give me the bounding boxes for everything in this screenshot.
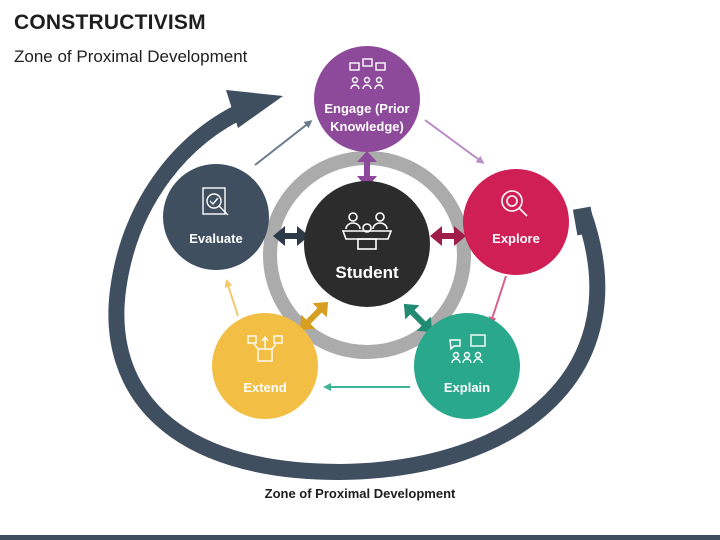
link-evaluate	[273, 226, 309, 246]
arrow-evaluate-engage	[254, 120, 313, 166]
center-links	[273, 151, 466, 333]
evaluate-label: Evaluate	[189, 231, 242, 246]
center-node: Student	[304, 181, 430, 307]
evaluation-icon	[202, 187, 229, 216]
explore-label: Explore	[492, 231, 540, 246]
node-explain: Explain	[414, 313, 520, 419]
arrow-explore-explain	[488, 275, 507, 325]
arrow-engage-explore	[424, 119, 485, 164]
engage-label-line1: Engage (Prior	[324, 101, 409, 116]
link-extend	[299, 301, 329, 331]
arrow-extend-evaluate	[224, 279, 239, 317]
node-engage: Engage (Prior Knowledge)	[314, 46, 420, 152]
swirl-arrow	[108, 90, 606, 481]
boxes-icon	[247, 335, 283, 362]
page-subtitle: Zone of Proximal Development	[14, 47, 248, 66]
feedback-icon	[349, 58, 386, 90]
extend-label: Extend	[243, 380, 286, 395]
node-explore: Explore	[463, 169, 569, 275]
node-evaluate: Evaluate	[163, 164, 269, 270]
link-explore	[430, 226, 466, 246]
classroom-icon	[341, 212, 393, 250]
page-title: CONSTRUCTIVISM	[14, 11, 206, 34]
center-label: Student	[335, 263, 399, 282]
link-explain	[403, 303, 433, 333]
footer-bar	[0, 535, 720, 540]
diagram-caption: Zone of Proximal Development	[264, 486, 456, 501]
node-extend: Extend	[212, 313, 318, 419]
presentation-icon	[449, 334, 486, 364]
explain-label: Explain	[444, 380, 490, 395]
engage-label-line2: Knowledge)	[330, 119, 404, 134]
magnifier-icon	[501, 190, 528, 217]
cycle-arrows	[224, 119, 507, 391]
